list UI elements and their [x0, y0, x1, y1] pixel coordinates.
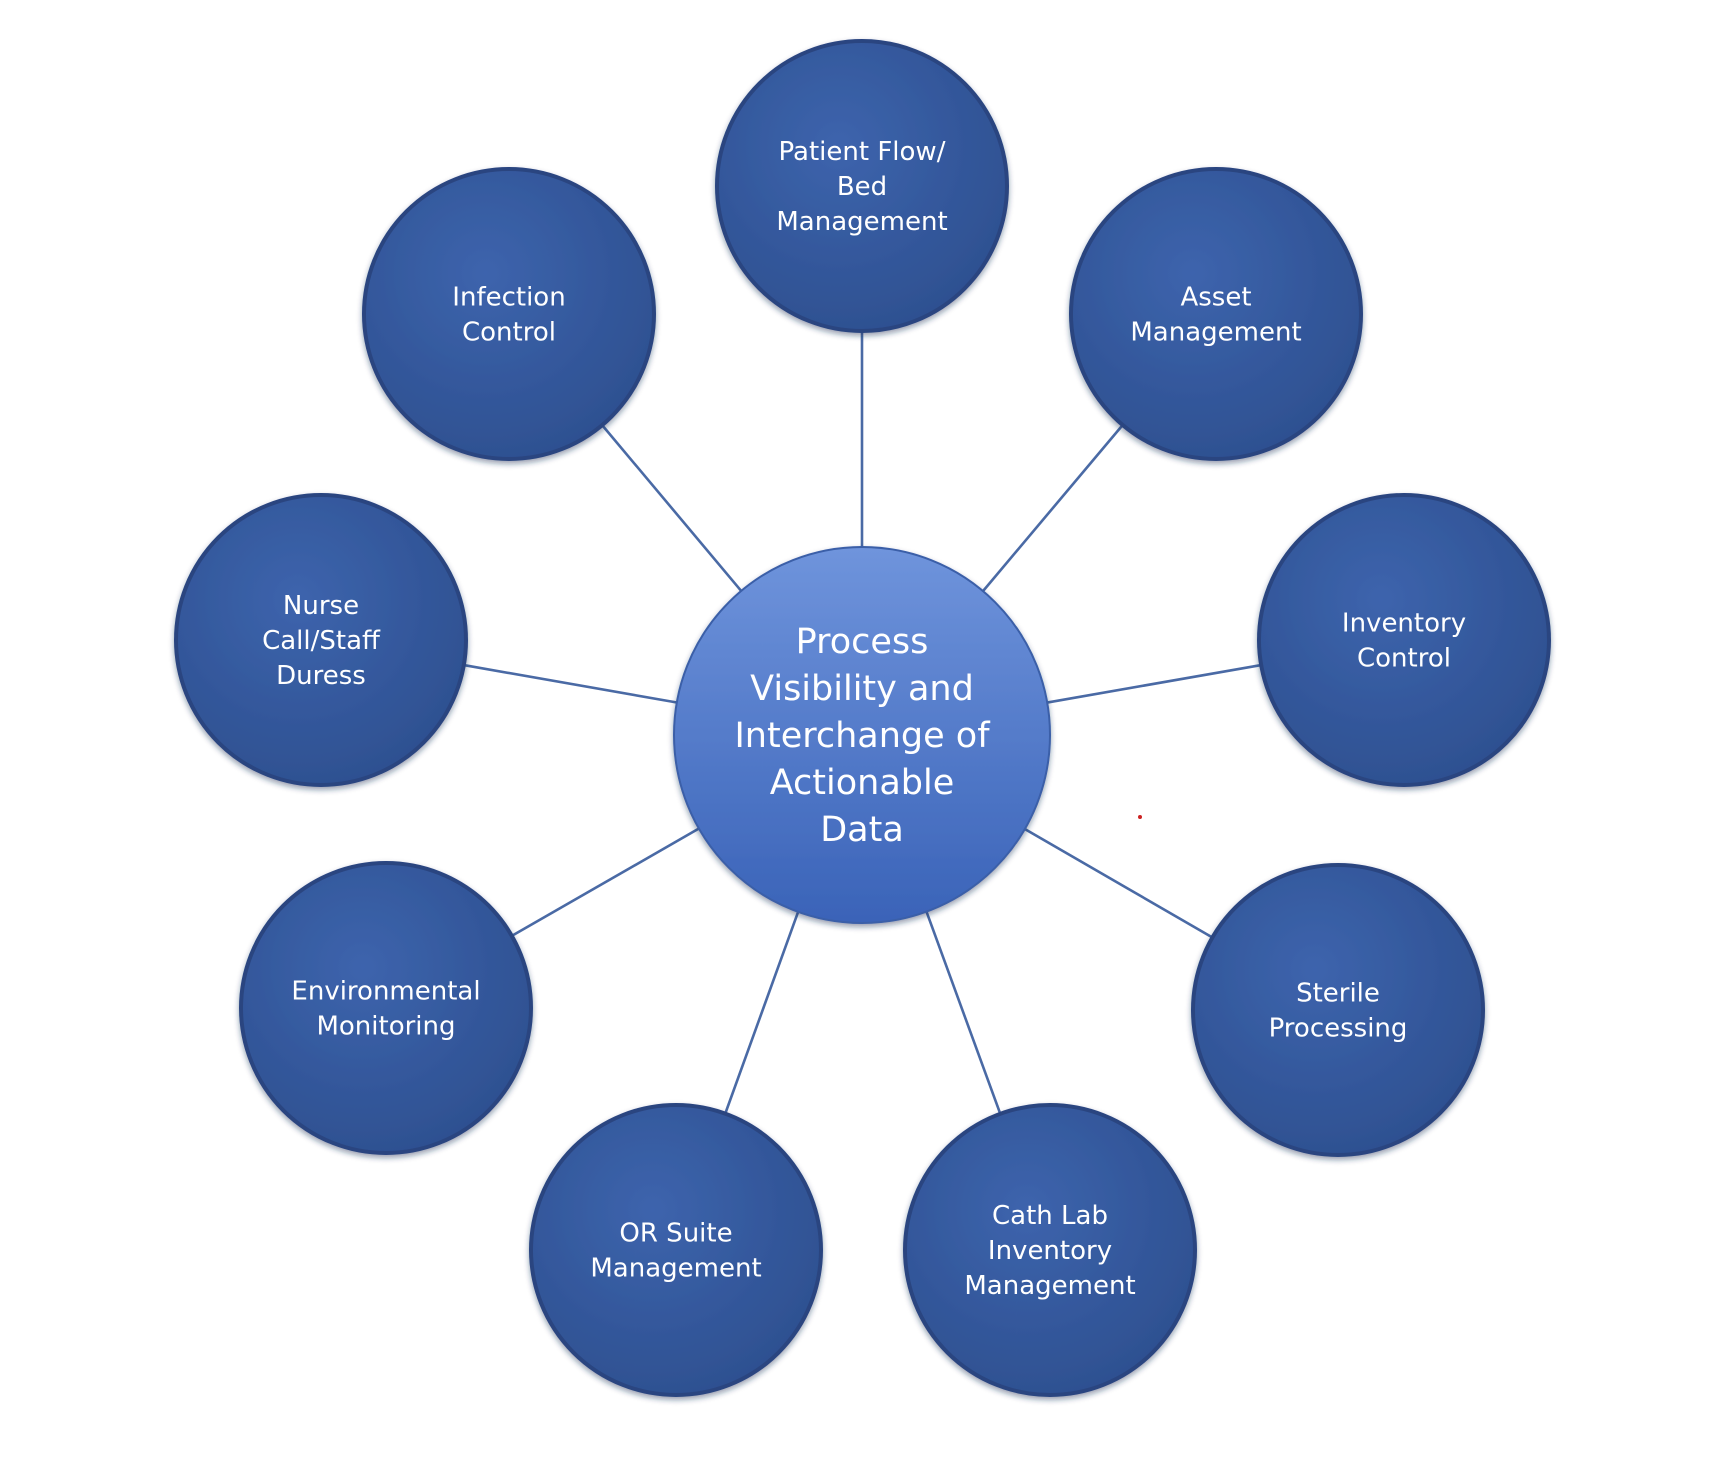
node-label-line: Management	[590, 1254, 761, 1284]
node-label-line: Management	[1130, 318, 1301, 348]
node-circle	[362, 167, 656, 461]
node-label-line: Environmental	[291, 977, 480, 1007]
node-circle	[903, 1103, 1197, 1397]
node-circle	[1257, 493, 1551, 787]
node-circle	[239, 861, 533, 1155]
node-label-line: Management	[964, 1271, 1135, 1301]
node-label-line: Monitoring	[316, 1012, 455, 1042]
node-label-line: Sterile	[1296, 979, 1380, 1009]
node-label-line: Nurse	[283, 591, 359, 621]
connector-infection-control	[601, 424, 743, 592]
stray-dot	[1138, 815, 1142, 819]
node-label-line: Management	[776, 207, 947, 237]
connector-asset-management	[981, 424, 1124, 592]
connector-or-suite-management	[724, 911, 800, 1115]
node-label-line: Patient Flow/	[779, 137, 946, 167]
node-label-line: Processing	[1269, 1014, 1408, 1044]
node-label-line: Duress	[276, 661, 366, 691]
hub-label-line: Process	[796, 622, 929, 662]
node-circle	[715, 39, 1009, 333]
connector-nurse-call-staff-duress	[463, 663, 678, 704]
node-circle	[1191, 863, 1485, 1157]
hub-circle	[673, 546, 1051, 924]
node-label-line: Bed	[837, 172, 887, 202]
node-circle	[1069, 167, 1363, 461]
hub-label-line: Actionable	[770, 763, 955, 803]
node-label-line: OR Suite	[619, 1219, 732, 1249]
node-group: Patient Flow/BedManagementAssetManagemen…	[174, 39, 1551, 1397]
hub-label-line: Visibility and	[750, 669, 974, 709]
connector-environmental-monitoring	[511, 827, 700, 937]
node-label-line: Inventory	[1342, 609, 1466, 639]
connector-inventory-control	[1046, 663, 1262, 704]
node-label-line: Inventory	[988, 1236, 1112, 1266]
connector-sterile-processing	[1024, 827, 1214, 939]
connector-lines	[463, 331, 1262, 1115]
node-label-line: Control	[462, 318, 556, 348]
hub-label-line: Data	[820, 810, 904, 850]
node-label-line: Asset	[1180, 283, 1251, 313]
node-label-line: Call/Staff	[262, 626, 381, 656]
node-circle	[174, 493, 468, 787]
node-label-line: Cath Lab	[992, 1201, 1108, 1231]
node-label-line: Infection	[452, 283, 565, 313]
node-circle	[529, 1103, 823, 1397]
connector-cath-lab-inventory-management	[925, 911, 1002, 1115]
node-label-line: Control	[1357, 644, 1451, 674]
hub-label-line: Interchange of	[734, 716, 990, 756]
